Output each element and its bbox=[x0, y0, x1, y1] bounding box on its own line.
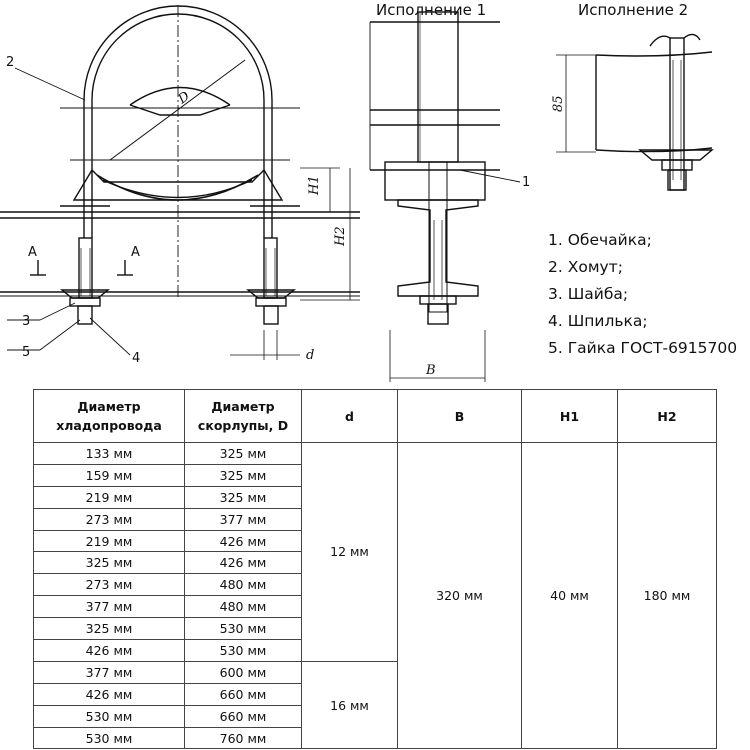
legend-item-3: 3. Шайба; bbox=[548, 285, 628, 303]
cell-pipe-diameter: 530 мм bbox=[33, 704, 185, 728]
cell-pipe-diameter: 530 мм bbox=[33, 726, 185, 750]
cell-shell-diameter: 325 мм bbox=[184, 463, 302, 487]
cell-shell-diameter: 426 мм bbox=[184, 529, 302, 553]
cell-shell-diameter: 325 мм bbox=[184, 442, 302, 465]
legend-item-4: 4. Шпилька; bbox=[548, 312, 648, 330]
cell-pipe-diameter: 273 мм bbox=[33, 507, 185, 531]
table-row: 377 мм 600 мм 16 мм bbox=[33, 660, 717, 750]
callout-5: 5 bbox=[22, 345, 30, 360]
technical-drawing: Исполнение 1 Исполнение 2 1. Обечайка; 2… bbox=[0, 1, 737, 382]
cell-shell-diameter: 377 мм bbox=[184, 507, 302, 531]
section-mark-a-right: A bbox=[131, 245, 140, 260]
variant1-title: Исполнение 1 bbox=[376, 1, 486, 19]
cell-b: 320 мм bbox=[397, 441, 522, 750]
cell-d-group1: 12 мм bbox=[301, 442, 398, 662]
cell-pipe-diameter: 273 мм bbox=[33, 573, 185, 597]
cell-pipe-diameter: 325 мм bbox=[33, 617, 185, 641]
cell-shell-diameter: 760 мм bbox=[184, 726, 302, 750]
cell-shell-diameter: 600 мм bbox=[184, 660, 302, 684]
header-h1: H1 bbox=[521, 389, 618, 443]
callout-3: 3 bbox=[22, 314, 30, 329]
callout-2: 2 bbox=[6, 55, 14, 70]
variant2-view bbox=[556, 33, 714, 191]
header-b: B bbox=[397, 389, 522, 443]
cell-shell-diameter: 480 мм bbox=[184, 595, 302, 619]
dim-label-h2: H2 bbox=[333, 226, 348, 247]
dim-label-b: B bbox=[425, 363, 436, 378]
dim-label-d: d bbox=[306, 348, 314, 363]
variant1-view bbox=[369, 11, 521, 382]
cell-shell-diameter: 660 мм bbox=[184, 704, 302, 728]
legend-item-2: 2. Хомут; bbox=[548, 258, 623, 276]
cell-pipe-diameter: 159 мм bbox=[33, 463, 185, 487]
dim-label-h1: H1 bbox=[307, 175, 322, 196]
cell-shell-diameter: 660 мм bbox=[184, 682, 302, 706]
cell-h2: 180 мм bbox=[617, 441, 717, 750]
dim-label-85: 85 bbox=[551, 95, 566, 112]
main-view bbox=[0, 5, 360, 360]
cell-pipe-diameter: 219 мм bbox=[33, 529, 185, 553]
legend-item-5: 5. Гайка ГОСТ-6915700 bbox=[548, 339, 737, 357]
section-mark-a-left: A bbox=[28, 245, 37, 260]
header-h2: H2 bbox=[617, 389, 717, 443]
cell-pipe-diameter: 426 мм bbox=[33, 639, 185, 662]
table-row: 133 мм 325 мм 12 мм 320 мм 40 мм 180 мм bbox=[33, 441, 717, 750]
cell-pipe-diameter: 377 мм bbox=[33, 595, 185, 619]
callout-1: 1 bbox=[522, 175, 530, 190]
cell-shell-diameter: 480 мм bbox=[184, 573, 302, 597]
cell-shell-diameter: 325 мм bbox=[184, 485, 302, 509]
cell-pipe-diameter: 219 мм bbox=[33, 485, 185, 509]
cell-pipe-diameter: 377 мм bbox=[33, 660, 185, 684]
cell-h1: 40 мм bbox=[521, 441, 618, 750]
header-shell-diameter: Диаметр скорлупы, D bbox=[184, 389, 302, 443]
legend-item-1: 1. Обечайка; bbox=[548, 231, 652, 249]
dim-label-d-diameter: D bbox=[175, 89, 194, 108]
variant2-title: Исполнение 2 bbox=[578, 1, 688, 19]
dimensions-table: Диаметр хладопровода Диаметр скорлупы, D… bbox=[33, 389, 717, 750]
cell-d-group2: 16 мм bbox=[301, 660, 398, 750]
callout-4: 4 bbox=[132, 351, 140, 366]
cell-shell-diameter: 426 мм bbox=[184, 551, 302, 575]
cell-shell-diameter: 530 мм bbox=[184, 639, 302, 662]
header-pipe-diameter: Диаметр хладопровода bbox=[33, 389, 185, 443]
cell-pipe-diameter: 426 мм bbox=[33, 682, 185, 706]
header-d: d bbox=[301, 389, 398, 443]
cell-pipe-diameter: 133 мм bbox=[33, 442, 185, 465]
cell-shell-diameter: 530 мм bbox=[184, 617, 302, 641]
cell-pipe-diameter: 325 мм bbox=[33, 551, 185, 575]
